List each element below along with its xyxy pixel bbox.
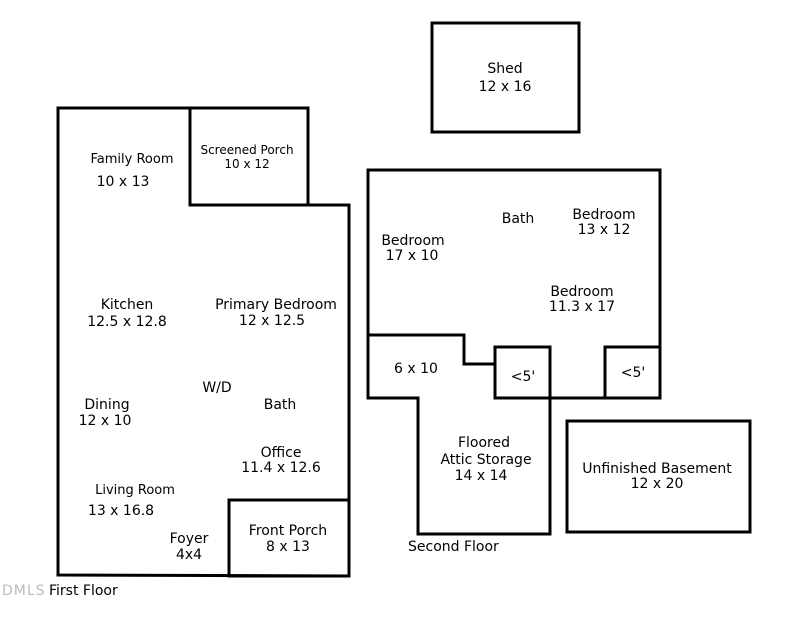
second-floor-partition [368, 333, 495, 366]
second-floor-caption: Second Floor [408, 539, 499, 555]
watermark: DMLS [2, 583, 46, 599]
bedroom-right-top-label: Bedroom [572, 207, 635, 223]
dining-size: 12 x 10 [79, 413, 132, 429]
foyer-size: 4x4 [176, 547, 202, 563]
second-bath-label: Bath [502, 211, 535, 227]
basement-size: 12 x 20 [631, 476, 684, 492]
primary-bedroom-size: 12 x 12.5 [239, 313, 305, 329]
screened-porch-label: Screened Porch [200, 143, 293, 157]
office-label: Office [261, 445, 302, 461]
bedroom-right-top-size: 13 x 12 [578, 222, 631, 238]
attic-storage-label-2: Attic Storage [440, 452, 531, 468]
area-6x10-size: 6 x 10 [394, 361, 438, 377]
front-porch-label: Front Porch [249, 523, 327, 539]
screened-porch-size: 10 x 12 [224, 157, 269, 171]
second-floor: Bedroom 17 x 10 Bath Bedroom 13 x 12 Bed… [366, 168, 662, 555]
low-ceiling-left-outline [493, 345, 552, 400]
bedroom-left-label: Bedroom [381, 233, 444, 249]
office-size: 11.4 x 12.6 [241, 460, 321, 476]
living-room-label: Living Room [95, 483, 175, 498]
wd-label: W/D [202, 380, 231, 396]
first-floor: Family Room 10 x 13 Screened Porch 10 x … [49, 106, 351, 599]
low-ceiling-left-label: <5' [511, 369, 536, 385]
front-porch-outline [227, 498, 351, 578]
basement-outline [565, 419, 752, 534]
shed: Shed 12 x 16 [430, 21, 581, 134]
second-floor-outline [366, 168, 662, 536]
shed-size: 12 x 16 [479, 79, 532, 95]
shed-label: Shed [487, 61, 522, 77]
shed-outline [430, 21, 581, 134]
basement: Unfinished Basement 12 x 20 [565, 419, 752, 534]
foyer-label: Foyer [170, 531, 209, 547]
attic-storage-label-1: Floored [458, 435, 510, 451]
low-ceiling-right-outline [603, 345, 662, 400]
front-porch-size: 8 x 13 [266, 539, 310, 555]
bedroom-left-size: 17 x 10 [386, 248, 439, 264]
family-room-label: Family Room [91, 152, 174, 167]
first-floor-caption: First Floor [49, 583, 118, 599]
bedroom-right-bottom-label: Bedroom [550, 284, 613, 300]
kitchen-size: 12.5 x 12.8 [87, 314, 167, 330]
family-room-size: 10 x 13 [97, 174, 150, 190]
low-ceiling-right-label: <5' [621, 365, 646, 381]
dining-label: Dining [84, 397, 129, 413]
bath-label: Bath [264, 397, 297, 413]
living-room-size: 13 x 16.8 [88, 503, 154, 519]
primary-bedroom-label: Primary Bedroom [215, 297, 337, 313]
kitchen-label: Kitchen [101, 297, 154, 313]
attic-storage-size: 14 x 14 [455, 468, 508, 484]
basement-label: Unfinished Basement [582, 461, 732, 477]
screened-porch-outline [188, 106, 310, 207]
bedroom-right-bottom-size: 11.3 x 17 [549, 299, 615, 315]
